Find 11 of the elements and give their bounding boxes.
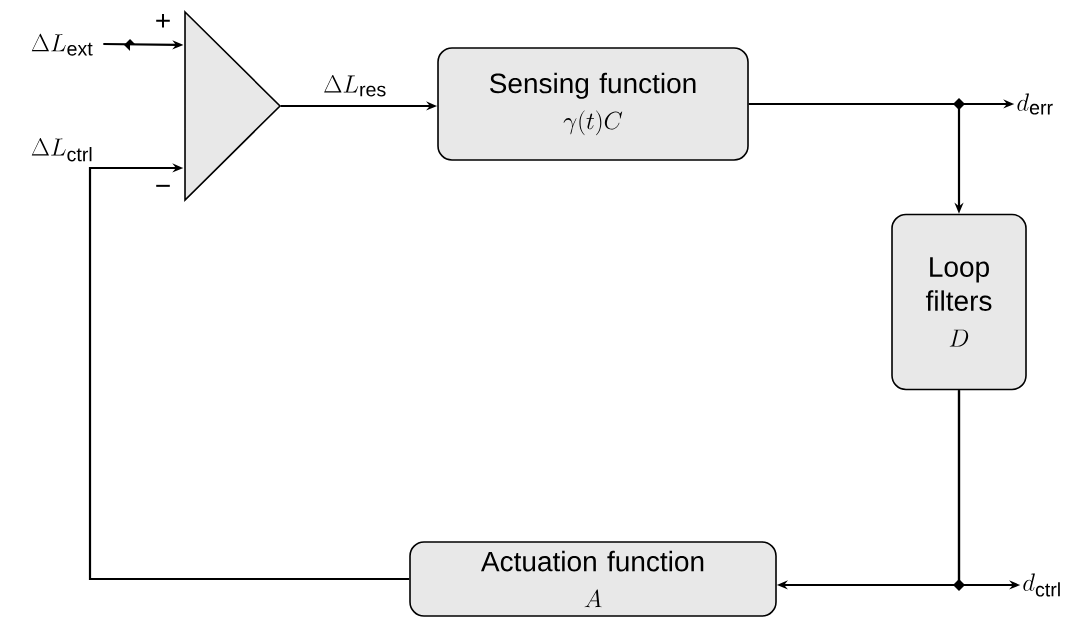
block-box: Sensing function $\gamma(t)C$ <box>437 47 749 161</box>
block-box: Loop filters $D$ <box>891 213 1027 391</box>
block-box: Actuation function $A$ <box>409 541 777 617</box>
node-label: − <box>156 184 170 187</box>
arrow <box>88 163 410 581</box>
signal-label: $d_\mathrm{err}$ <box>1017 93 1053 115</box>
node-label: + <box>156 13 170 28</box>
edge-label: $\Delta L_\mathrm{ctrl}$ <box>31 138 92 162</box>
signal-label: $\Delta L_\mathrm{ext}$ <box>31 33 93 56</box>
signal-label: $d_\mathrm{ctrl}$ <box>1023 573 1060 597</box>
edge-label: $\Delta L_\mathrm{res}$ <box>324 74 386 97</box>
